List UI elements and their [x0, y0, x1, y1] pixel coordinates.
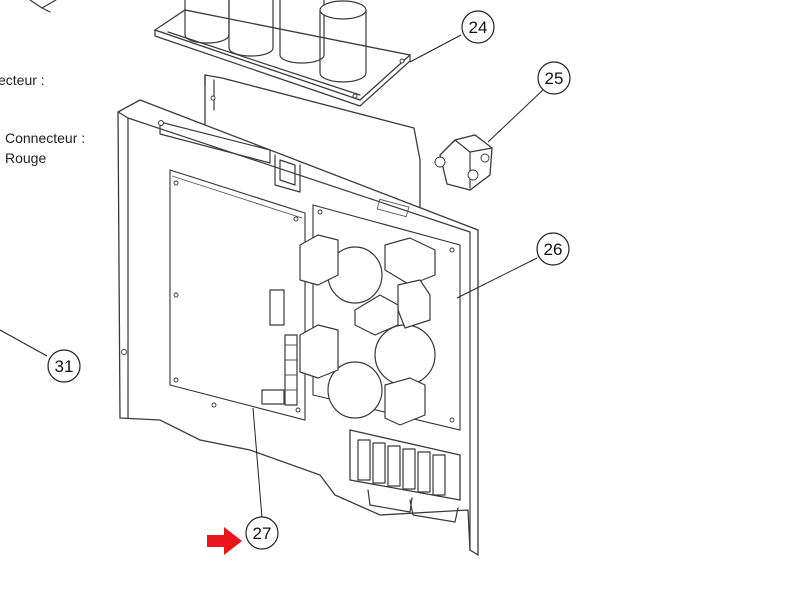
- callout-25: 25: [537, 61, 571, 95]
- leader-24: [409, 34, 462, 63]
- svg-text:31: 31: [55, 357, 74, 376]
- svg-text:24: 24: [469, 18, 488, 37]
- connector-red-label-line2: Rouge: [5, 150, 46, 166]
- terminal-block: [349, 429, 461, 523]
- power-board: [299, 204, 461, 431]
- capacitor-assembly: [153, 0, 412, 107]
- leader-27: [252, 407, 263, 519]
- connector-red-label-line1: Connecteur :: [5, 130, 85, 146]
- callout-24: 24: [461, 10, 495, 44]
- svg-text:26: 26: [544, 240, 563, 259]
- leader-26: [456, 257, 538, 299]
- leader-25: [487, 87, 546, 143]
- leader-31: [0, 329, 48, 357]
- svg-text:25: 25: [545, 69, 564, 88]
- control-board: [169, 169, 306, 421]
- connector-block: [434, 134, 493, 191]
- callout-26: 26: [536, 232, 570, 266]
- partial-bracket: [29, 0, 57, 13]
- connector-label: ecteur :: [0, 72, 45, 88]
- svg-text:27: 27: [253, 524, 272, 543]
- callout-31: 31: [47, 349, 81, 383]
- red-arrow-icon: [207, 527, 242, 555]
- callout-27: 27: [245, 516, 279, 550]
